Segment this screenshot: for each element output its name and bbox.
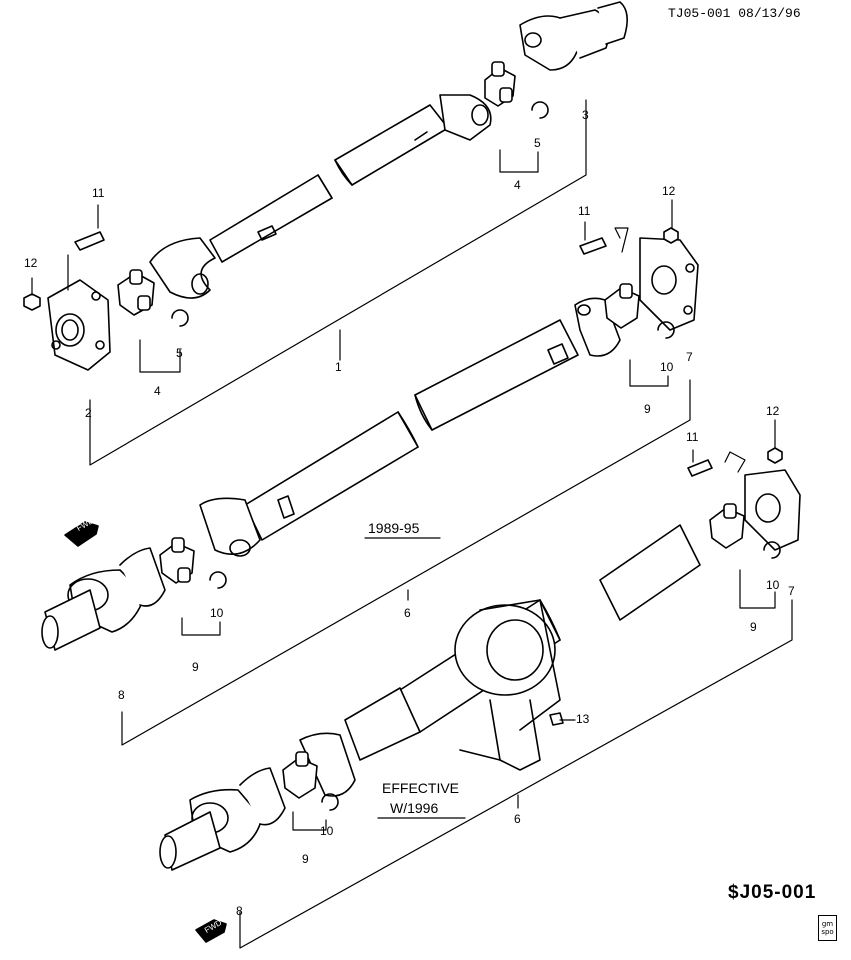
callout-7-lower: 7 [788, 584, 795, 598]
callout-6-lower: 6 [514, 812, 521, 826]
callout-10-lower-front: 10 [320, 824, 334, 838]
callout-11-lower: 11 [686, 430, 699, 444]
callout-3: 3 [582, 108, 589, 122]
logo-line-1: gm [821, 920, 834, 928]
callout-13: 13 [576, 712, 590, 726]
rear-propeller-shaft-1996 [159, 447, 801, 943]
callout-9-middle-front: 9 [192, 660, 199, 674]
callout-9-lower-front: 9 [302, 852, 309, 866]
callout-12-lower: 12 [766, 404, 780, 418]
callout-8-lower: 8 [236, 904, 243, 918]
callout-6-middle: 6 [404, 606, 411, 620]
front-propeller-shaft [23, 1, 628, 371]
note-underlines [364, 537, 466, 819]
callout-11-upper: 11 [92, 186, 105, 200]
gm-spo-logo: gm spo [818, 915, 837, 941]
note-1989-95: 1989-95 [368, 520, 420, 536]
callout-11-middle: 11 [578, 204, 591, 218]
leader-lines [31, 99, 793, 949]
callout-5-far: 5 [534, 136, 541, 150]
callout-10-middle-rear: 10 [660, 360, 674, 374]
logo-line-2: spo [821, 928, 834, 936]
callout-12-upper: 12 [24, 256, 38, 270]
callout-4-near: 4 [154, 384, 161, 398]
diagram-code: $J05-001 [728, 882, 817, 903]
callout-10-middle-front: 10 [210, 606, 224, 620]
callout-5-near: 5 [176, 346, 183, 360]
callout-1: 1 [335, 360, 342, 374]
callout-9-middle-rear: 9 [644, 402, 651, 416]
callout-8-middle: 8 [118, 688, 125, 702]
note-effective-line2: W/1996 [390, 800, 439, 816]
callout-4-far: 4 [514, 178, 521, 192]
callout-2: 2 [85, 406, 92, 420]
callout-12-middle: 12 [662, 184, 676, 198]
rear-propeller-shaft-1989-95 [41, 227, 699, 651]
note-effective-line1: EFFECTIVE [382, 780, 460, 796]
callout-10-lower-rear: 10 [766, 578, 780, 592]
callout-7-middle: 7 [686, 350, 693, 364]
drawing-reference: TJ05-001 08/13/96 [668, 6, 801, 21]
callout-9-lower-rear: 9 [750, 620, 757, 634]
